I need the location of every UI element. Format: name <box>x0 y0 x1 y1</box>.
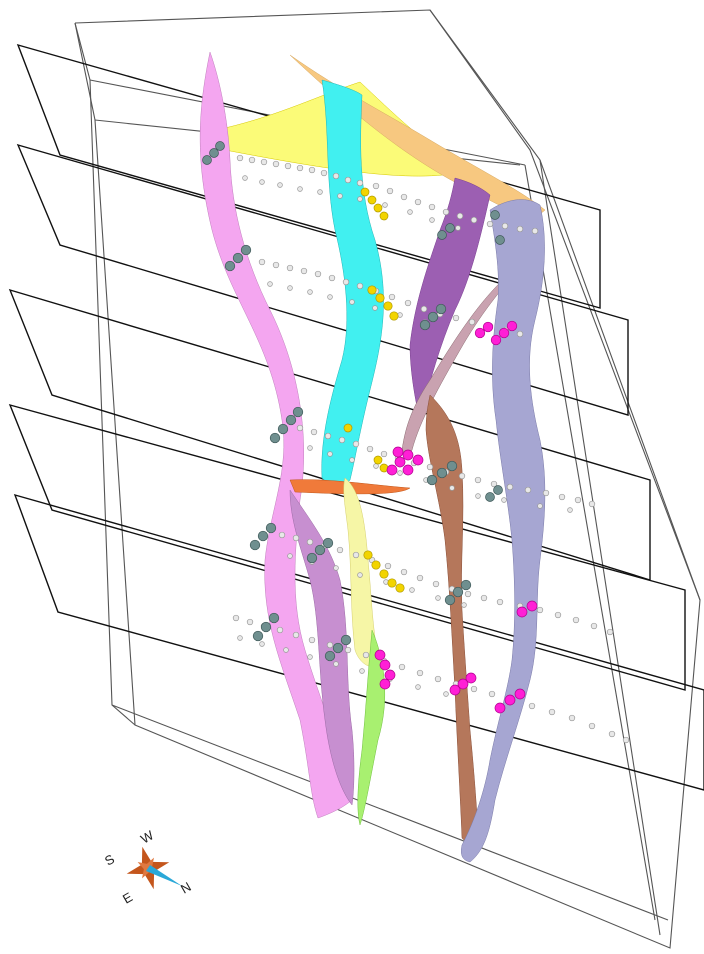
compass-label-west: W <box>138 827 157 846</box>
lavender-surface <box>461 200 545 862</box>
purple-surface <box>410 178 490 420</box>
compass-rose: W S E N <box>102 827 194 906</box>
compass-label-north: N <box>178 879 194 897</box>
compass-label-east: E <box>120 889 135 906</box>
compass-label-south: S <box>102 851 117 868</box>
